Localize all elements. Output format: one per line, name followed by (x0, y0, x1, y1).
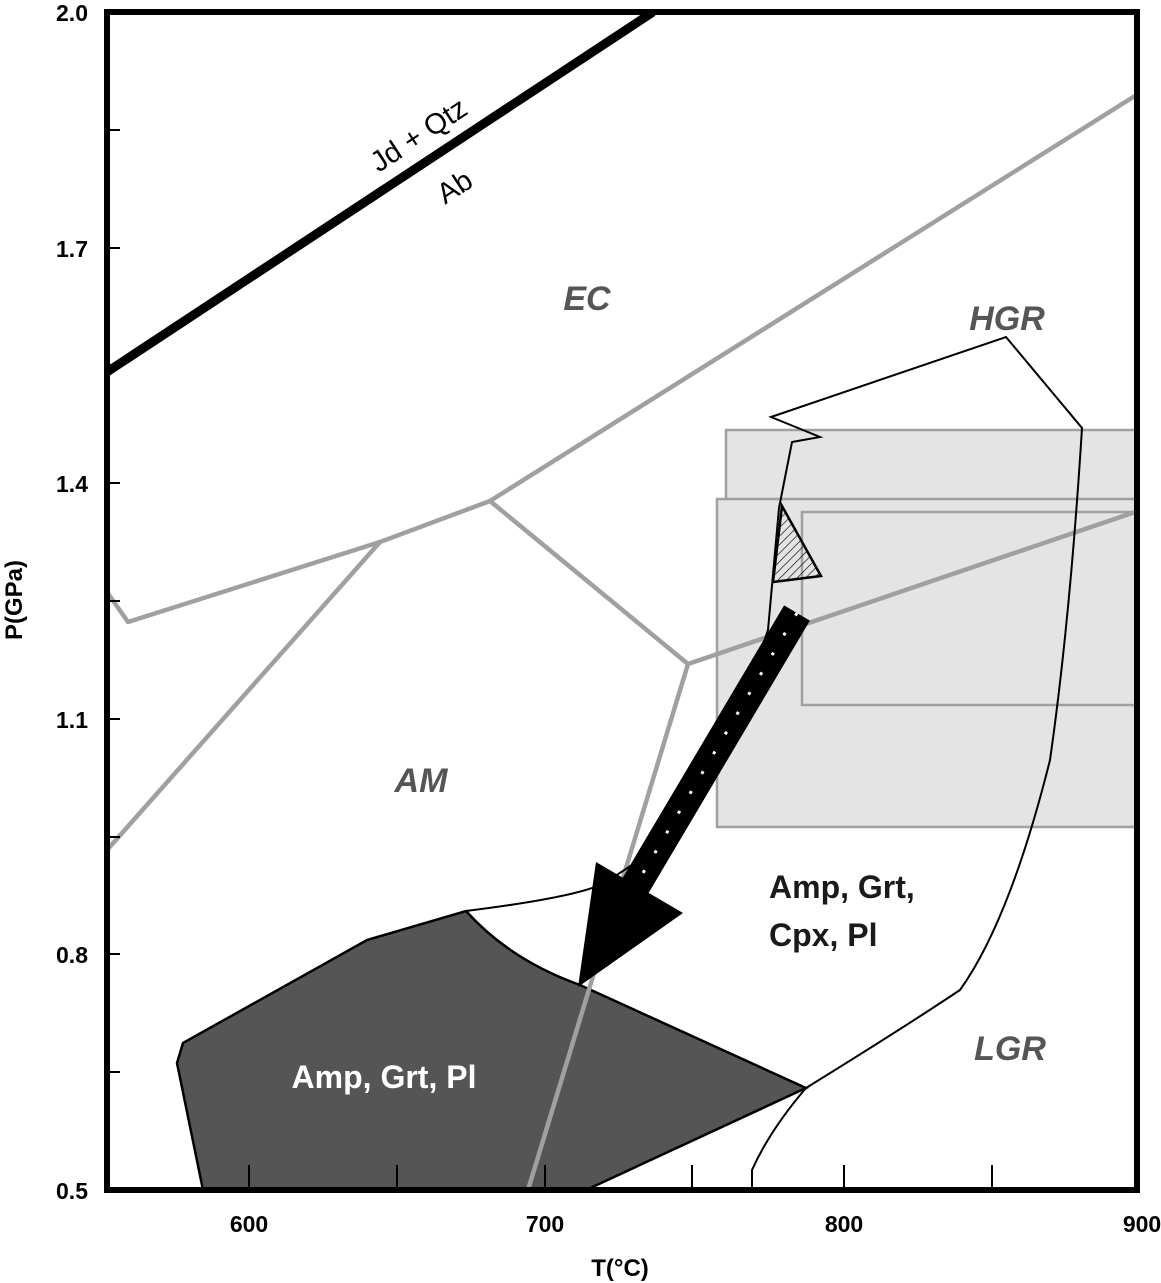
pt-path-arrow-dashes (625, 612, 799, 901)
assemblage-label-amp-grt-cpx-line2: Cpx, Pl (769, 917, 877, 953)
plot-frame (104, 9, 1140, 1193)
y-axis-title: P(GPa) (1, 560, 28, 640)
x-tick-700: 700 (526, 1211, 564, 1237)
x-tick-800: 800 (825, 1211, 863, 1237)
y-tick-1.1: 1.1 (56, 707, 88, 733)
field-label-hgr: HGR (969, 300, 1045, 338)
field-label-am: AM (394, 762, 449, 800)
hgr-lgr-boundary (465, 335, 1084, 1190)
assemblage-label-amp-grt-cpx-line1: Amp, Grt, (769, 869, 915, 905)
y-tick-0.8: 0.8 (56, 942, 88, 968)
hatched-triangle (771, 502, 823, 584)
pt-path-arrowhead (578, 862, 683, 987)
reaction-label-ab: Ab (431, 164, 478, 210)
y-tick-1.7: 1.7 (56, 236, 88, 262)
y-tick-1.4: 1.4 (56, 471, 88, 497)
y-tick-2.0: 2.0 (56, 0, 88, 26)
x-tick-900: 900 (1123, 1211, 1161, 1237)
assemblage-label-amp-grt-pl: Amp, Grt, Pl (292, 1059, 477, 1095)
amp-grt-pl-field (175, 909, 809, 1190)
x-axis-title: T(°C) (591, 1255, 649, 1282)
y-tick-0.5: 0.5 (56, 1178, 88, 1204)
field-label-ec: EC (563, 280, 611, 318)
field-label-lgr: LGR (974, 1030, 1046, 1068)
jd-qtz-ab-reaction-line (107, 12, 656, 376)
x-tick-600: 600 (230, 1211, 268, 1237)
